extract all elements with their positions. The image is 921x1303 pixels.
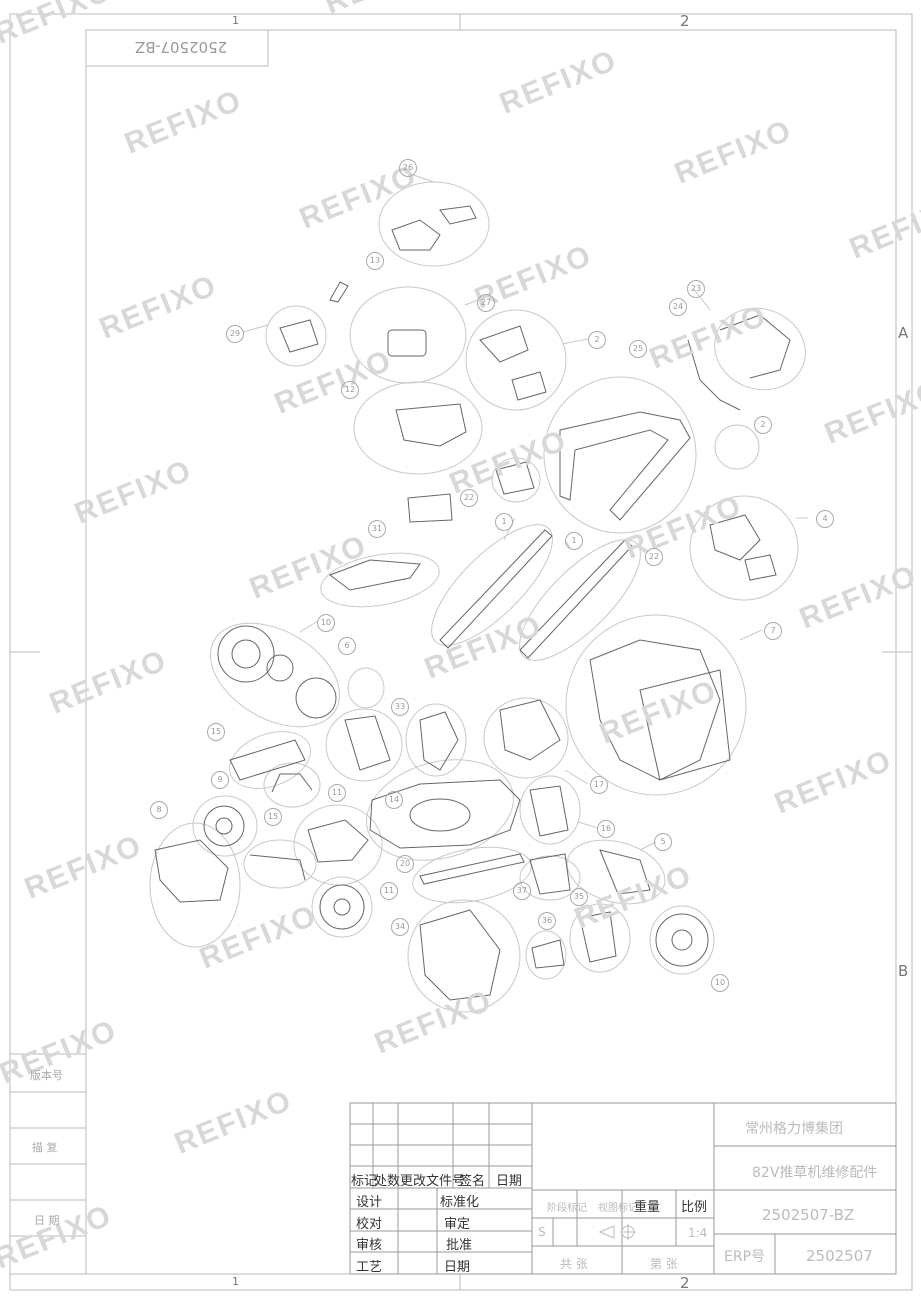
part-callout: 31: [368, 520, 386, 538]
product-name: 82V推草机维修配件: [752, 1165, 878, 1181]
zone-number-bottom-right: 2: [680, 1274, 690, 1292]
part-callout: 4: [816, 510, 834, 528]
zone-letter-a: A: [898, 324, 909, 342]
part-callout: 24: [669, 298, 687, 316]
part-callout: 33: [391, 698, 409, 716]
part-callout: 17: [590, 776, 608, 794]
part-callout: 34: [391, 918, 409, 936]
part-callout: 16: [597, 820, 615, 838]
part-callout: 7: [764, 622, 782, 640]
part-callout: 36: [538, 912, 556, 930]
company-name: 常州格力博集团: [745, 1121, 843, 1137]
zone-number-top-left: 1: [232, 14, 239, 27]
part-callout: 27: [477, 294, 495, 312]
row-date-label: 日期: [444, 1260, 471, 1275]
part-callout: 29: [226, 325, 244, 343]
total-sheets: 共 张: [560, 1257, 588, 1271]
drawing-number: 2502507-BZ: [762, 1206, 855, 1224]
part-callout: 5: [654, 833, 672, 851]
part-callout: 12: [341, 381, 359, 399]
version-label: 版本号: [30, 1069, 63, 1082]
part-callout: 13: [366, 252, 384, 270]
part-callout: 8: [150, 801, 168, 819]
part-callout: 10: [317, 614, 335, 632]
header-count: 处数: [374, 1174, 401, 1189]
zone-letter-b: B: [898, 962, 909, 980]
view-mark-label: 视图标记: [598, 1203, 638, 1214]
scale-value: 1:4: [688, 1226, 708, 1240]
scale-label: 比例: [681, 1200, 708, 1215]
part-callout: 23: [687, 280, 705, 298]
part-callout: 26: [399, 159, 417, 177]
part-callout: 2: [588, 331, 606, 349]
part-callout: 9: [211, 771, 229, 789]
part-callout: 15: [207, 723, 225, 741]
sheet-number: 第 张: [650, 1257, 678, 1271]
part-callout: 2: [754, 416, 772, 434]
erp-label: ERP号: [724, 1249, 766, 1265]
part-callout: 15: [264, 808, 282, 826]
row-check-label: 校对: [356, 1217, 383, 1232]
part-callout: 25: [629, 340, 647, 358]
row-process-label: 工艺: [356, 1260, 383, 1275]
part-callout: 1: [495, 513, 513, 531]
zone-number-bottom-left: 1: [232, 1275, 239, 1288]
row-approve-label: 审定: [444, 1217, 471, 1232]
part-callout: 1: [565, 532, 583, 550]
part-callout: 11: [380, 882, 398, 900]
part-callout: 22: [460, 489, 478, 507]
header-sign: 签名: [459, 1174, 486, 1189]
zone-number-top-right: 2: [680, 12, 690, 30]
part-callout: 35: [570, 888, 588, 906]
part-callout: 37: [513, 882, 531, 900]
row-design-label: 设计: [356, 1195, 383, 1210]
archive-label: 描 复: [32, 1141, 58, 1154]
part-callout: 22: [645, 548, 663, 566]
mirrored-drawing-stamp: 2502507-BZ: [135, 38, 228, 56]
row-ratify-label: 批准: [446, 1238, 473, 1253]
stage-value: S: [538, 1225, 546, 1239]
archive-date-label: 日 期: [34, 1214, 60, 1227]
weight-label: 重量: [634, 1200, 661, 1215]
header-change-doc: 更改文件号: [400, 1174, 466, 1189]
stage-mark-label: 阶段标记: [547, 1203, 587, 1214]
row-standardization-label: 标准化: [440, 1195, 480, 1210]
header-date: 日期: [496, 1174, 523, 1189]
part-callout: 20: [396, 855, 414, 873]
part-callout: 14: [385, 791, 403, 809]
erp-value: 2502507: [806, 1247, 873, 1265]
part-callout: 11: [328, 784, 346, 802]
header-mark: 标记: [351, 1174, 378, 1189]
part-callout: 10: [711, 974, 729, 992]
part-callout: 6: [338, 637, 356, 655]
row-review-label: 审核: [356, 1238, 383, 1253]
